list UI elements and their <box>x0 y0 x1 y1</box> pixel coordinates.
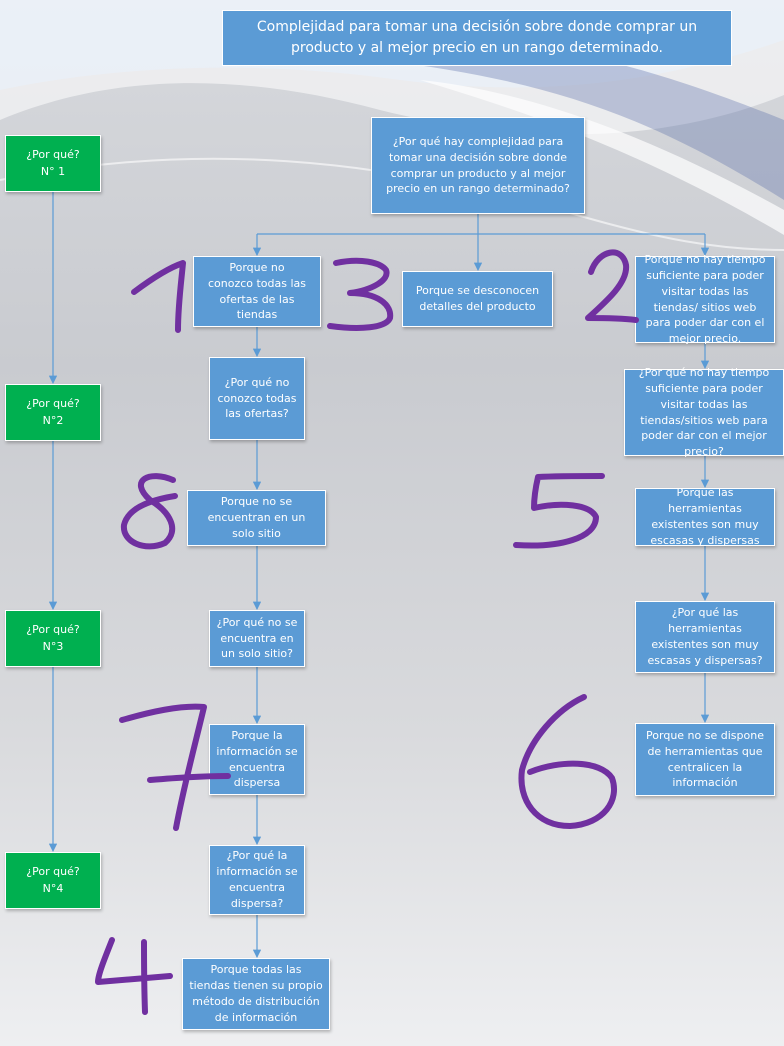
why-box-4: ¿Por qué? N°4 <box>5 852 101 909</box>
left-question-3: ¿Por qué no se encuentra en un solo siti… <box>209 610 305 667</box>
left-answer-4: Porque todas las tiendas tienen su propi… <box>182 958 330 1030</box>
left-answer-3: Porque la información se encuentra dispe… <box>209 724 305 795</box>
right-answer-3: Porque no se dispone de herramientas que… <box>635 723 775 796</box>
middle-answer-1: Porque se desconocen detalles del produc… <box>402 271 553 327</box>
left-question-4: ¿Por qué la información se encuentra dis… <box>209 845 305 915</box>
right-question-2: ¿Por qué no hay tiempo suficiente para p… <box>624 366 784 458</box>
left-answer-2: Porque no se encuentran en un solo sitio <box>187 490 326 546</box>
why-box-1: ¿Por qué? N° 1 <box>5 135 101 192</box>
left-answer-1: Porque no conozco todas las ofertas de l… <box>193 256 321 327</box>
right-question-3: ¿Por qué las herramientas existentes son… <box>635 601 775 673</box>
right-answer-2: Porque las herramientas existentes son m… <box>635 486 775 547</box>
right-answer-1: Porque no hay tiempo suficiente para pod… <box>635 253 775 345</box>
diagram-title: Complejidad para tomar una decisión sobr… <box>222 10 732 66</box>
why-box-3: ¿Por qué? N°3 <box>5 610 101 667</box>
left-question-2: ¿Por qué no conozco todas las ofertas? <box>209 357 305 440</box>
root-question-box: ¿Por qué hay complejidad para tomar una … <box>371 117 585 214</box>
why-box-2: ¿Por qué? N°2 <box>5 384 101 441</box>
